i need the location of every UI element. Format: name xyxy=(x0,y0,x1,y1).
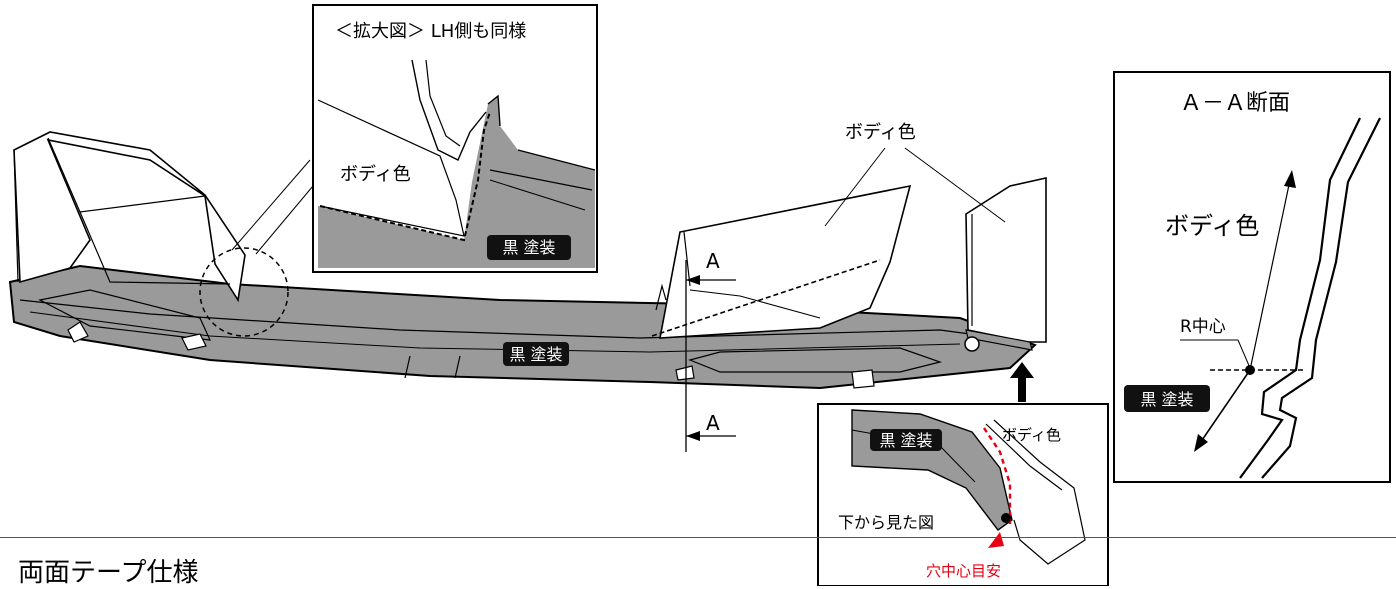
section-view: Ａ－Ａ断面 R中心 ボディ色 黒 塗装 xyxy=(1113,71,1391,483)
main-black-paint-badge xyxy=(503,342,569,366)
right-body-panel xyxy=(659,184,912,339)
main-body-color-label: ボディ色 xyxy=(845,122,916,143)
section-mark-bottom: A xyxy=(706,411,720,435)
section-heading: 両面テープ仕様 xyxy=(18,558,199,588)
hole-center-label: 穴中心目安 xyxy=(926,562,1001,580)
bottom-body-color-label: ボディ色 xyxy=(1002,426,1061,444)
zoom-callout: ＜拡大図＞ LH側も同様 ボディ色 黒 塗装 xyxy=(312,4,598,273)
zoom-body-color-label: ボディ色 xyxy=(340,164,411,185)
section-mark-top: A xyxy=(706,249,720,273)
bottom-view-arrow xyxy=(1010,362,1034,402)
section-separator xyxy=(0,537,1396,538)
zoom-black-paint-badge-text: 黒 塗装 xyxy=(502,238,555,257)
bumper-lower-lip xyxy=(8,264,1037,390)
zoom-circle xyxy=(199,247,289,337)
bottom-black-paint-badge xyxy=(870,429,942,451)
bottom-black-paint-badge-text: 黒 塗装 xyxy=(879,431,932,450)
section-black-paint-badge xyxy=(1124,385,1210,412)
main-black-paint-badge-text: 黒 塗装 xyxy=(509,345,562,364)
zoom-black-paint-badge xyxy=(487,235,571,260)
section-view-title: Ａ－Ａ断面 xyxy=(1180,91,1290,116)
zoom-callout-title: ＜拡大図＞ LH側も同様 xyxy=(335,21,526,42)
bottom-view: 黒 塗装 ボディ色 下から見た図 穴中心目安 xyxy=(817,403,1109,586)
section-body-color-label: ボディ色 xyxy=(1165,212,1259,240)
main-bumper-view: ボディ色 黒 塗装 A A xyxy=(8,122,1047,452)
left-body-panel xyxy=(13,131,246,303)
section-black-paint-badge-text: 黒 塗装 xyxy=(1140,390,1193,409)
bottom-view-label: 下から見た図 xyxy=(838,513,934,532)
section-r-center-label: R中心 xyxy=(1180,317,1226,337)
